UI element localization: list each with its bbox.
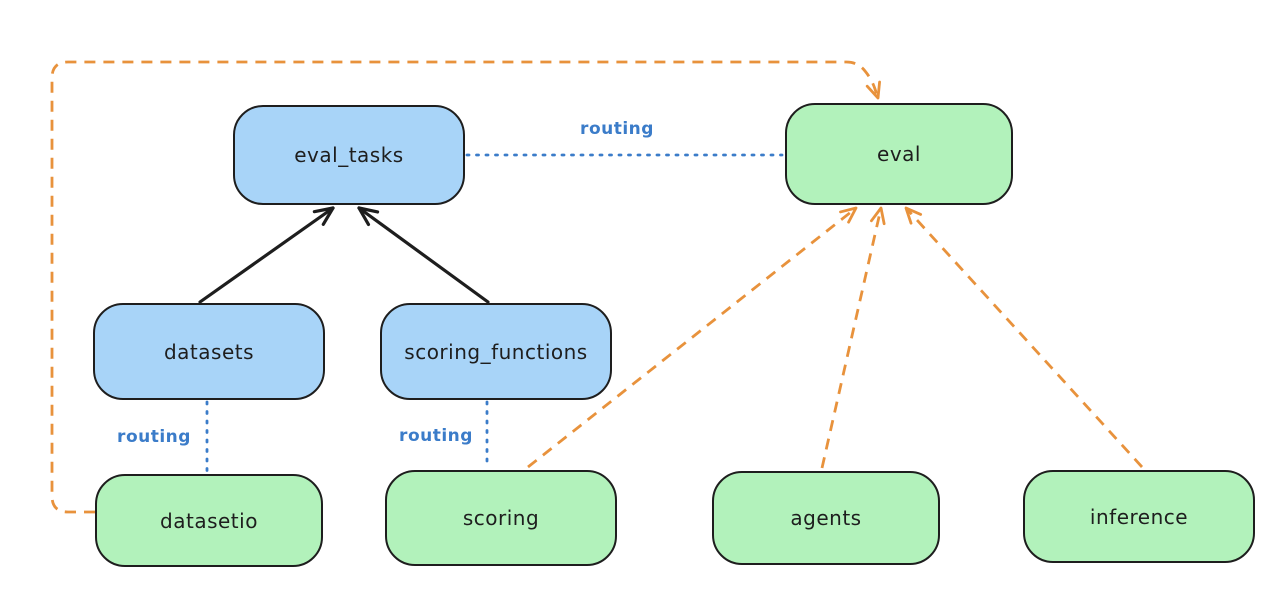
node-label: eval_tasks (294, 143, 404, 167)
edge-agents-to-eval (820, 207, 883, 469)
node-label: scoring (462, 506, 540, 530)
node-agents: agents (712, 471, 940, 565)
node-eval-tasks: eval_tasks (233, 105, 465, 205)
node-label: scoring_functions (404, 339, 588, 364)
arrowhead-datasets-to-eval_tasks (312, 206, 335, 226)
edge-label-routing-datasets-datasetio: routing (114, 427, 194, 447)
edge-datasets-to-eval_tasks (198, 206, 335, 304)
node-scoring-functions: scoring_functions (380, 303, 612, 400)
node-label: agents (790, 506, 862, 530)
node-label: datasets (163, 339, 255, 364)
edge-scoring_functions-to-eval_tasks (357, 206, 490, 304)
edge-inference-to-eval (904, 207, 1144, 468)
arrowhead-agents-to-eval (870, 206, 886, 226)
node-label: inference (1089, 504, 1189, 529)
node-datasetio: datasetio (95, 474, 323, 567)
edge-datasetio-to-eval (50, 60, 880, 514)
node-eval: eval (785, 103, 1013, 205)
node-scoring: scoring (385, 470, 617, 566)
arrowhead-scoring_functions-to-eval_tasks (357, 206, 380, 227)
arrowhead-inference-to-eval (904, 206, 923, 225)
node-label: eval (877, 142, 921, 166)
edge-label-routing-eval-tasks-eval: routing (577, 119, 657, 139)
node-inference: inference (1023, 470, 1255, 563)
edge-label-routing-scoring-functions-scoring: routing (396, 426, 476, 446)
node-datasets: datasets (93, 303, 325, 400)
edge-scoring-to-eval (527, 206, 857, 469)
node-label: datasetio (160, 508, 258, 533)
arrowhead-scoring-to-eval (839, 206, 858, 224)
arrowhead-datasetio-to-eval (865, 80, 881, 100)
